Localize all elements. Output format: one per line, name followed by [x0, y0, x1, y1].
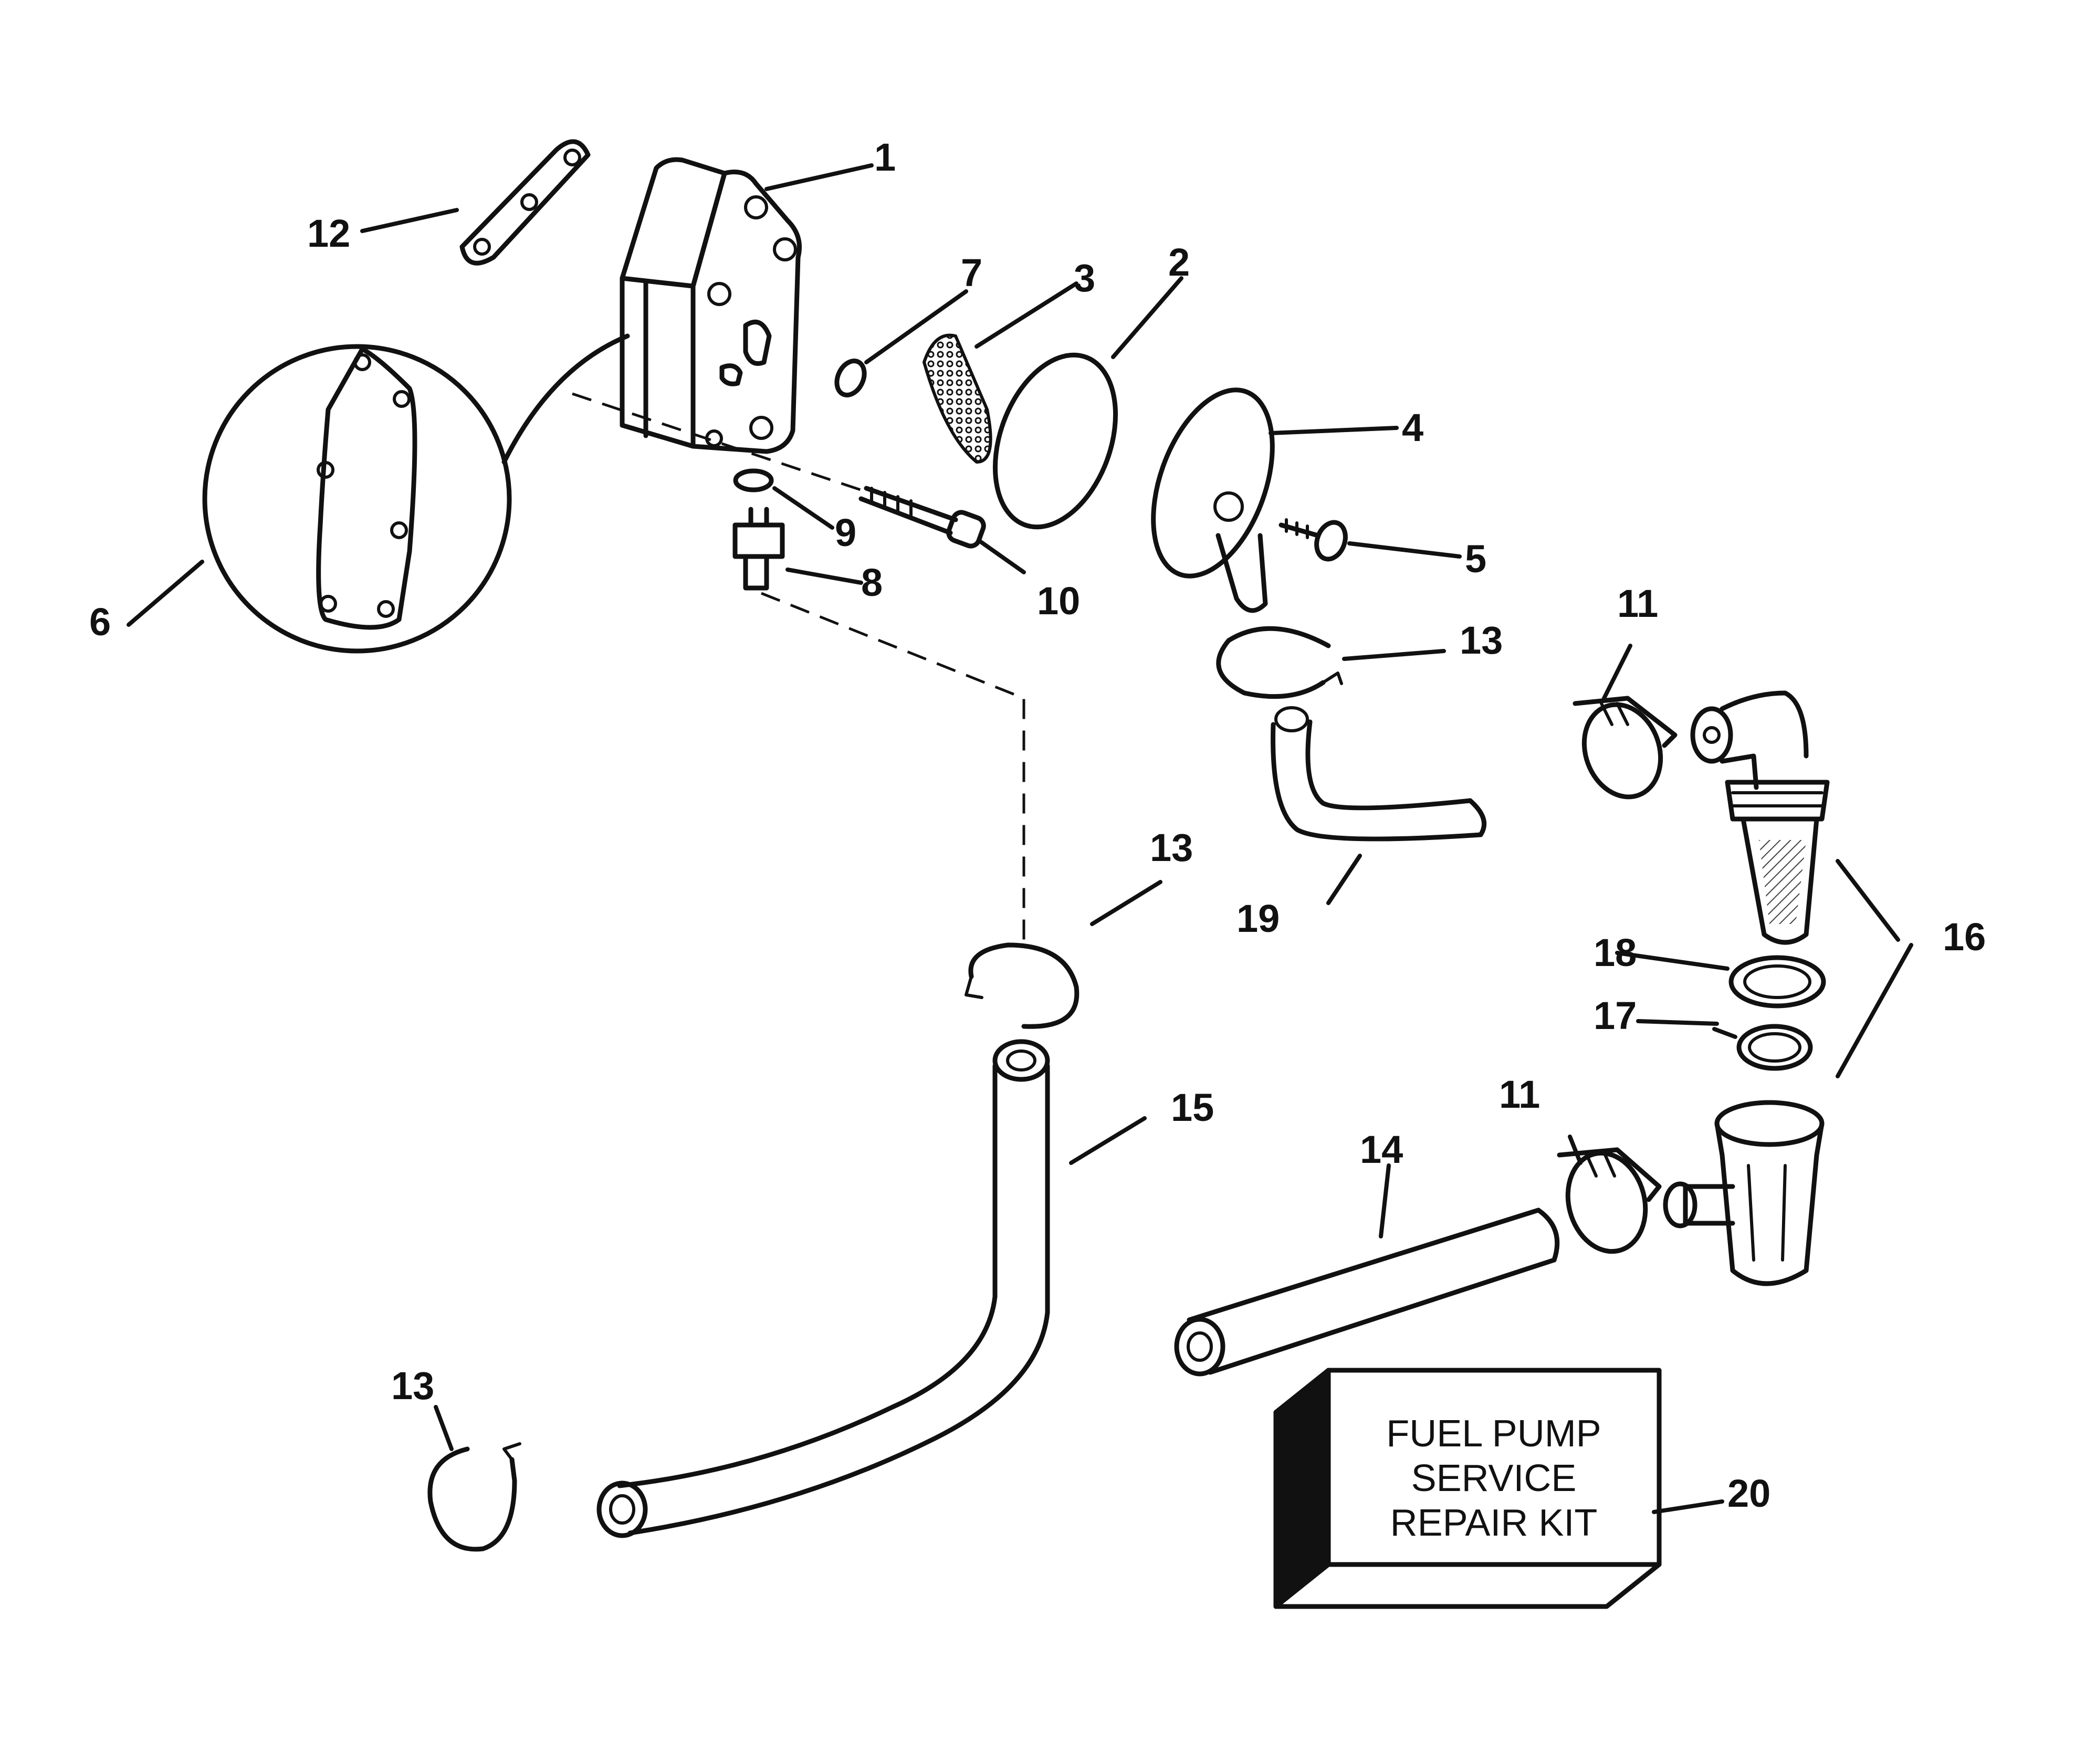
callout-19: 19 — [1236, 897, 1280, 940]
diaphragm-detail-part-6 — [202, 333, 630, 654]
callout-5: 5 — [1465, 537, 1486, 581]
callout-20: 20 — [1727, 1472, 1770, 1515]
kit-label-line-3: REPAIR KIT — [1390, 1502, 1598, 1544]
kit-label-line-2: SERVICE — [1411, 1457, 1577, 1499]
fuel-pump-body-part-1 — [620, 157, 802, 454]
hose-clip-lower-part-13 — [427, 1442, 521, 1552]
seal-ring-part-18 — [1728, 955, 1826, 1009]
long-hose-part-15 — [596, 1039, 1050, 1538]
filter-bowl-part-16 — [1663, 1100, 1825, 1286]
filter-screen-part-3 — [922, 333, 992, 464]
hose-clamp-upper-part-11 — [1573, 696, 1678, 800]
callout-15: 15 — [1171, 1086, 1214, 1129]
gasket-part-17 — [1736, 1024, 1813, 1071]
callout-1: 1 — [874, 135, 896, 179]
hose-clamp-lower-part-11 — [1557, 1147, 1662, 1254]
callout-12: 12 — [307, 212, 350, 255]
large-o-ring-part-2 — [992, 352, 1118, 530]
o-ring-part-7 — [834, 359, 867, 397]
callout-9: 9 — [835, 511, 856, 554]
callout-11-lower: 11 — [1499, 1073, 1540, 1116]
callout-13-lower: 13 — [391, 1364, 434, 1408]
callout-3: 3 — [1074, 256, 1095, 300]
callout-7: 7 — [961, 251, 982, 295]
callout-17: 17 — [1594, 994, 1637, 1037]
callout-10: 10 — [1037, 579, 1080, 623]
fuel-filter-assembly-part-16 — [1690, 690, 1830, 945]
callout-4: 4 — [1402, 406, 1423, 449]
washer-part-9 — [733, 468, 774, 492]
bolt-part-10 — [858, 486, 986, 549]
screw-part-5 — [1278, 518, 1348, 562]
assembly-line-pump-to-bolt — [572, 392, 872, 495]
callout-numbers: 1 2 3 4 5 6 7 8 9 10 11 11 12 13 13 13 1… — [89, 135, 1986, 1515]
callout-18: 18 — [1594, 931, 1637, 974]
callout-6: 6 — [89, 600, 111, 644]
callout-16: 16 — [1943, 915, 1986, 959]
callout-11-upper: 11 — [1617, 582, 1658, 625]
leader-lines — [127, 163, 1913, 1514]
callout-8: 8 — [861, 561, 883, 604]
fitting-part-8 — [732, 507, 785, 591]
repair-kit-box-part-20: FUEL PUMP SERVICE REPAIR KIT — [1273, 1368, 1662, 1609]
hose-part-14 — [1174, 1208, 1560, 1377]
hose-clip-middle-part-13 — [965, 942, 1080, 1029]
mounting-gasket-part-12 — [459, 139, 591, 266]
assembly-line-fitting-to-clip — [761, 592, 1025, 950]
callout-13-middle: 13 — [1150, 826, 1193, 869]
hose-clip-upper-part-13 — [1216, 626, 1343, 699]
callout-13-upper: 13 — [1460, 618, 1503, 662]
callout-14: 14 — [1360, 1128, 1403, 1171]
callout-2: 2 — [1168, 240, 1190, 284]
short-hose-part-19 — [1271, 706, 1487, 842]
pump-cover-part-4 — [1151, 387, 1275, 613]
kit-label-line-1: FUEL PUMP — [1386, 1413, 1601, 1455]
